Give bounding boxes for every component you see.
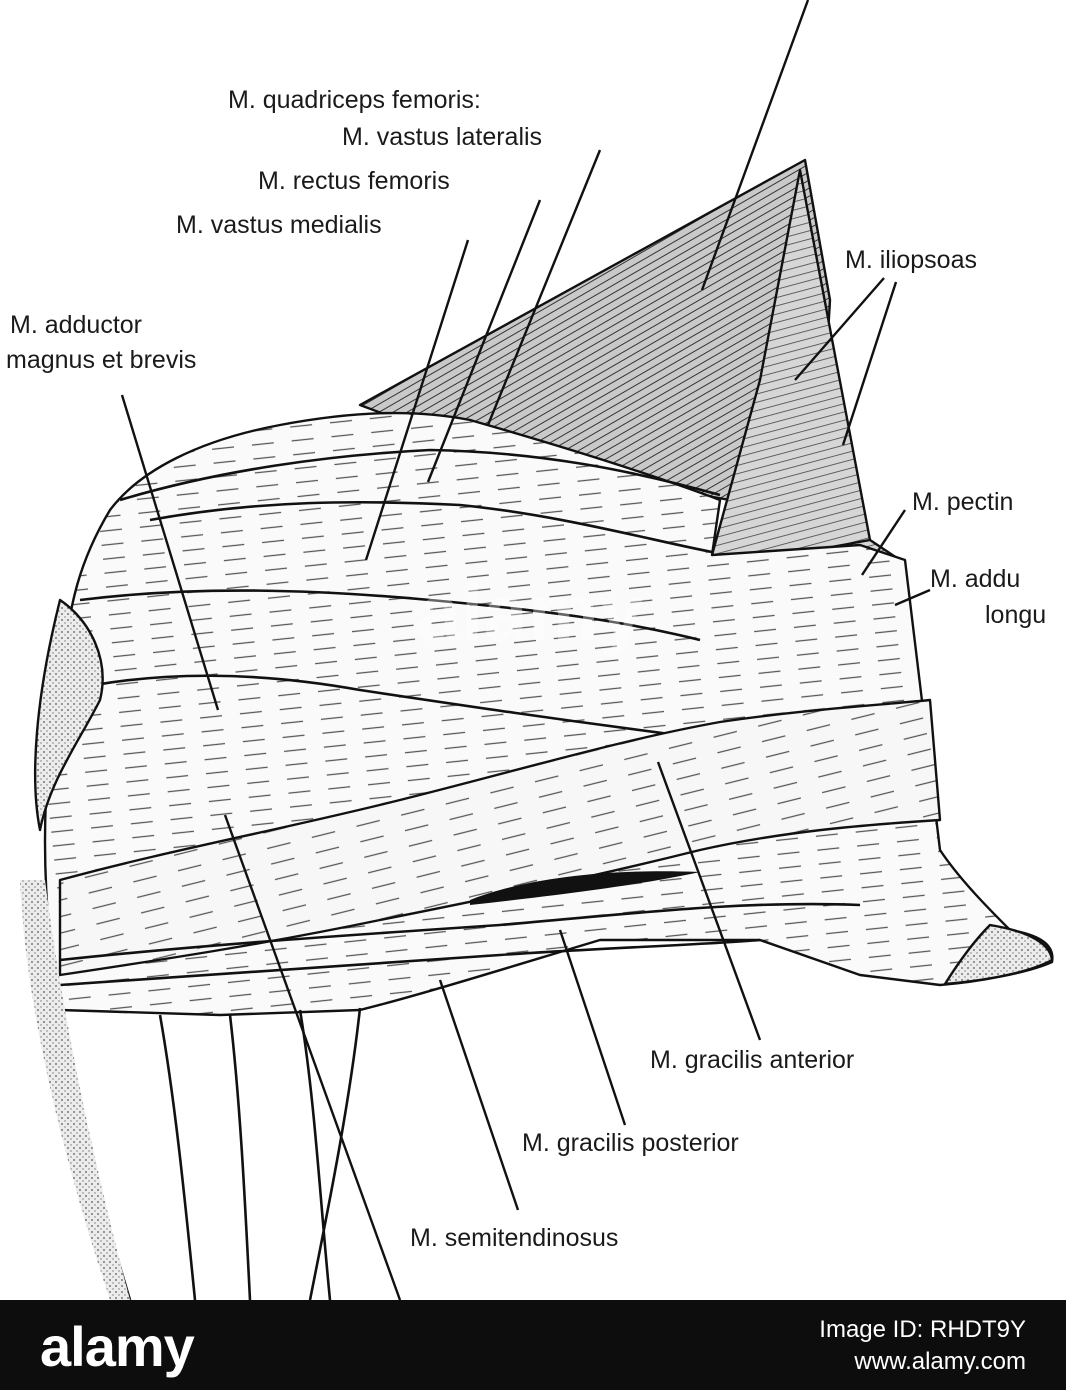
footer-info: Image ID: RHDT9Y www.alamy.com — [819, 1314, 1026, 1378]
label-vastus-medialis: M. vastus medialis — [176, 211, 382, 239]
leader-vastus-medialis — [364, 239, 470, 561]
lower-leg-stipple — [20, 880, 130, 1300]
leader-bottom — [223, 814, 402, 1300]
pubis-stipple — [943, 923, 1054, 986]
label-semitendinosus: M. semitendinosus — [410, 1224, 618, 1252]
label-adductor-longus-1: M. addu — [930, 565, 1020, 593]
stock-footer: alamy Image ID: RHDT9Y www.alamy.com — [0, 1300, 1066, 1390]
leader-rectus-femoris — [426, 199, 542, 483]
lower-leg-tendons — [158, 1007, 362, 1300]
label-quadriceps-group: M. quadriceps femoris: — [228, 86, 481, 114]
leader-vastus-lateralis — [486, 149, 602, 426]
anatomy-diagram: M. quadriceps femoris: M. vastus lateral… — [6, 0, 1054, 1300]
label-rectus-femoris: M. rectus femoris — [258, 167, 450, 195]
rectus-femoris-band — [149, 500, 713, 554]
gracilis-anterior-muscle — [58, 698, 942, 977]
label-gracilis-anterior: M. gracilis anterior — [650, 1046, 854, 1074]
label-gracilis-posterior: M. gracilis posterior — [522, 1129, 739, 1157]
leader-gracilis-posterior — [558, 929, 627, 1126]
leader-iliopsoas-a — [794, 277, 885, 381]
leader-adductor-longus — [894, 588, 931, 607]
label-adductor-longus-2: longu — [985, 601, 1046, 629]
leader-pectineus — [860, 509, 907, 576]
vastus-lateralis-band — [119, 448, 721, 502]
footer-image-id: Image ID: RHDT9Y — [819, 1316, 1026, 1343]
label-pectineus: M. pectin — [912, 488, 1013, 516]
gracilis-posterior-band — [59, 902, 861, 962]
knee-stipple-left — [33, 598, 104, 832]
leader-gracilis-anterior — [656, 761, 762, 1041]
semitendinosus-band — [59, 938, 761, 987]
label-adductor-magnus-2: magnus et brevis — [6, 346, 196, 374]
leader-adductor-magnus — [120, 394, 220, 711]
leader-semitendinosus — [438, 979, 520, 1211]
leader-iliopsoas-b — [841, 281, 898, 446]
leader-top — [700, 0, 810, 291]
intermuscular-gap — [470, 871, 700, 905]
watermark: alamy — [417, 568, 644, 657]
footer-brand-logo: alamy — [40, 1315, 195, 1378]
label-vastus-lateralis: M. vastus lateralis — [342, 123, 542, 151]
vastus-medialis-band — [79, 589, 701, 642]
label-adductor-magnus-1: M. adductor — [10, 311, 142, 339]
label-iliopsoas: M. iliopsoas — [845, 246, 977, 274]
footer-url: www.alamy.com — [854, 1348, 1026, 1375]
